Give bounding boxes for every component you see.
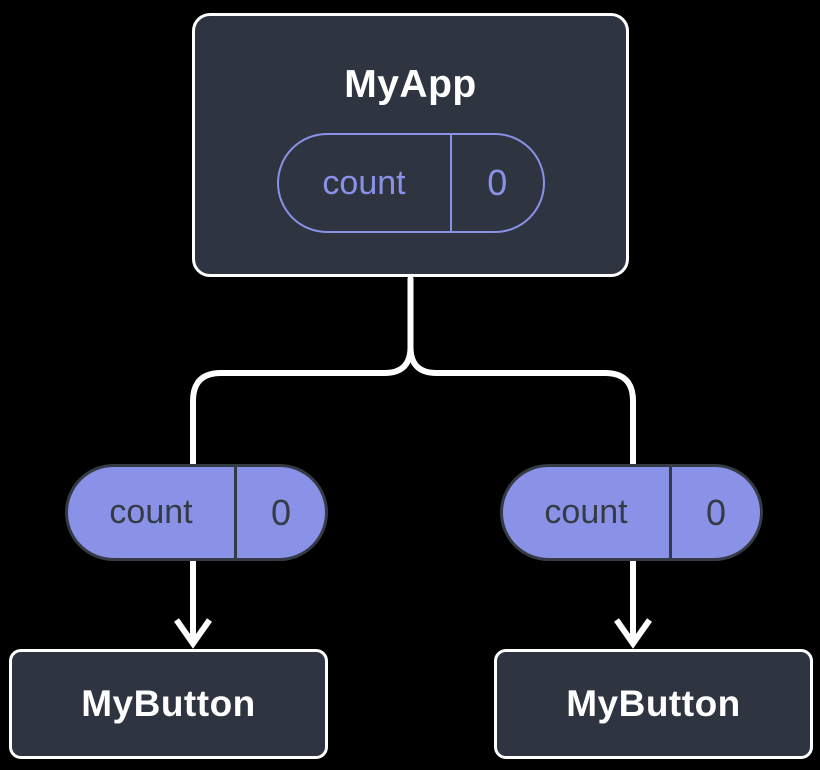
component-node-mybutton-right: MyButton — [494, 649, 813, 759]
component-title: MyButton — [566, 683, 741, 724]
component-node-mybutton-left: MyButton — [9, 649, 328, 759]
prop-value: 0 — [270, 491, 292, 533]
prop-pill-left: count 0 — [65, 464, 328, 561]
prop-value: 0 — [705, 491, 727, 533]
prop-name: count — [109, 493, 193, 531]
arrow-down-icon — [174, 618, 212, 649]
state-value: 0 — [487, 162, 508, 203]
component-title: MyButton — [81, 683, 256, 724]
arrow-down-icon — [614, 618, 652, 649]
component-title: MyApp — [344, 63, 477, 106]
prop-name: count — [544, 493, 628, 531]
prop-pill-right: count 0 — [500, 464, 763, 561]
connector-branch-right — [407, 276, 636, 643]
component-node-myapp: MyApp count 0 — [192, 13, 629, 277]
pill-divider — [234, 467, 237, 558]
state-pill: count 0 — [276, 133, 545, 233]
pill-divider — [449, 135, 452, 231]
connector-branch-left — [190, 276, 414, 643]
state-name: count — [322, 163, 406, 202]
pill-divider — [669, 467, 672, 558]
